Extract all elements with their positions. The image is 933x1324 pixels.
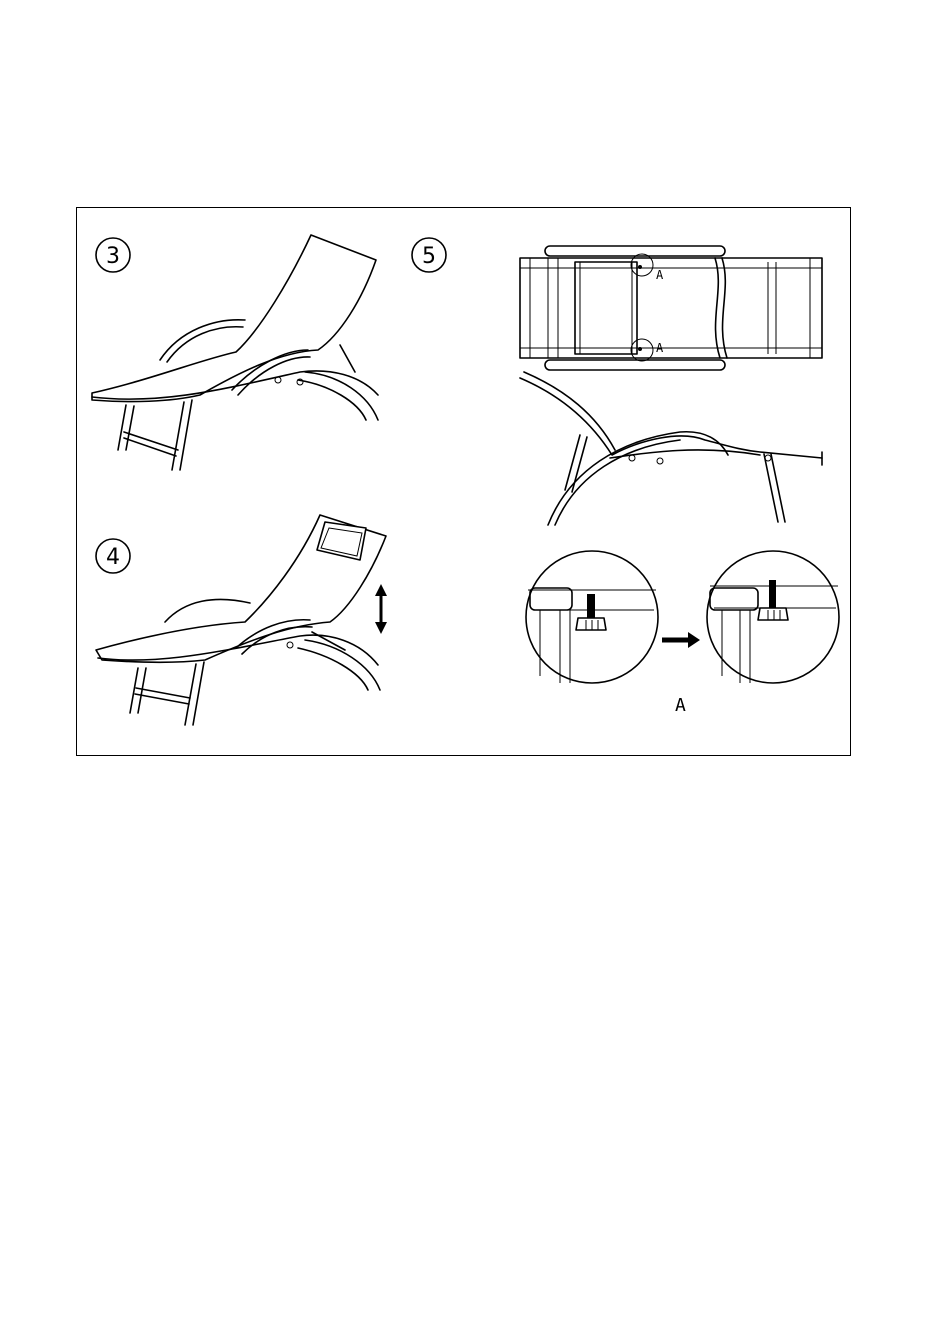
callout-marker-bottom: A (656, 341, 664, 355)
step-3-lounger-drawing (92, 235, 378, 470)
step-5-number: 5 (422, 244, 436, 269)
step-4-badge: 4 (96, 539, 130, 573)
up-down-arrow-icon (375, 584, 387, 634)
step-5-top-view-drawing (520, 246, 822, 370)
callout-marker-top: A (656, 268, 664, 282)
step-5-badge: 5 (412, 238, 446, 272)
step-4-number: 4 (106, 545, 120, 570)
step-3-number: 3 (106, 244, 120, 269)
detail-a-before (526, 551, 658, 683)
detail-a-label: A (675, 695, 686, 716)
right-arrow-icon (662, 632, 700, 648)
step-4-lounger-drawing (96, 515, 386, 725)
step-3-badge: 3 (96, 238, 130, 272)
detail-a-after (707, 551, 839, 683)
step-5-side-view-drawing (520, 372, 822, 525)
